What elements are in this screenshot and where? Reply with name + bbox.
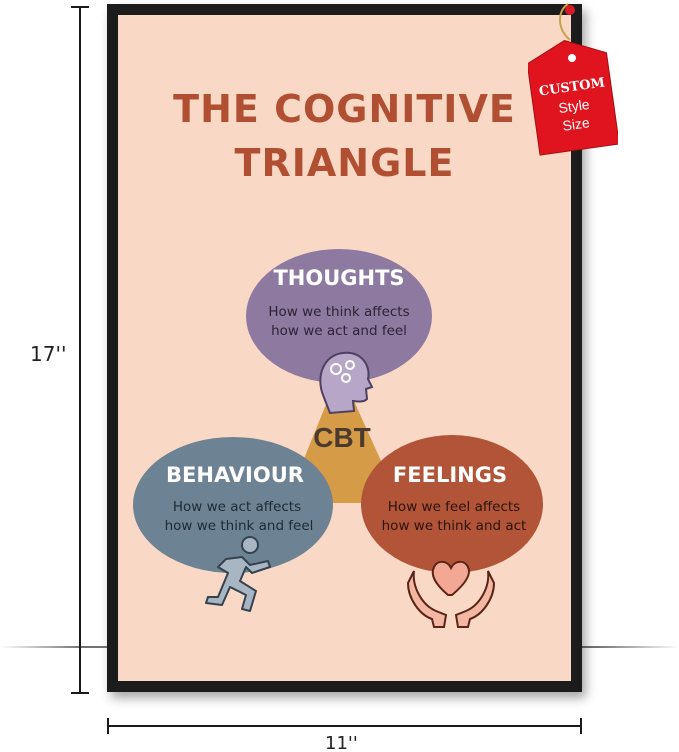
poster-title-line1: THE COGNITIVE — [173, 87, 516, 131]
tag-hole — [568, 54, 576, 62]
feelings-bubble — [361, 435, 543, 573]
running-person-icon — [205, 536, 271, 612]
width-dimension-cap-left — [107, 718, 109, 734]
behaviour-heading: BEHAVIOUR — [166, 463, 304, 487]
poster-title-line2: TRIANGLE — [234, 141, 455, 185]
feelings-heading: FEELINGS — [393, 463, 507, 487]
head-gears-icon — [319, 351, 374, 415]
tag-body — [528, 39, 618, 156]
width-dimension-cap-right — [580, 718, 582, 734]
poster: THE COGNITIVE TRIANGLE CBT THOUGHTS How … — [118, 15, 571, 681]
thoughts-heading: THOUGHTS — [273, 266, 404, 290]
behaviour-bubble — [133, 437, 333, 573]
feelings-line2: how we think and act — [382, 518, 527, 534]
height-dimension-cap-top — [71, 6, 89, 8]
custom-size-tag — [528, 3, 618, 156]
thoughts-line2: how we act and feel — [271, 323, 407, 339]
cognitive-triangle-diagram: CBT THOUGHTS How we think affects how we… — [133, 249, 543, 628]
height-dimension-label: 17'' — [30, 340, 67, 368]
thoughts-bubble — [246, 249, 432, 383]
behaviour-line2: how we think and feel — [165, 518, 314, 534]
height-dimension-cap-bottom — [71, 692, 89, 694]
feelings-line1: How we feel affects — [388, 499, 520, 515]
cbt-label: CBT — [313, 422, 371, 453]
height-dimension-line — [79, 6, 81, 694]
hands-heart-icon — [406, 560, 496, 628]
behaviour-line1: How we act affects — [173, 499, 301, 515]
thoughts-line1: How we think affects — [268, 304, 409, 320]
tag-string — [559, 3, 571, 41]
width-dimension-label: 11'' — [325, 733, 358, 752]
width-dimension-line — [108, 725, 582, 727]
tag-pin-icon — [565, 5, 575, 15]
